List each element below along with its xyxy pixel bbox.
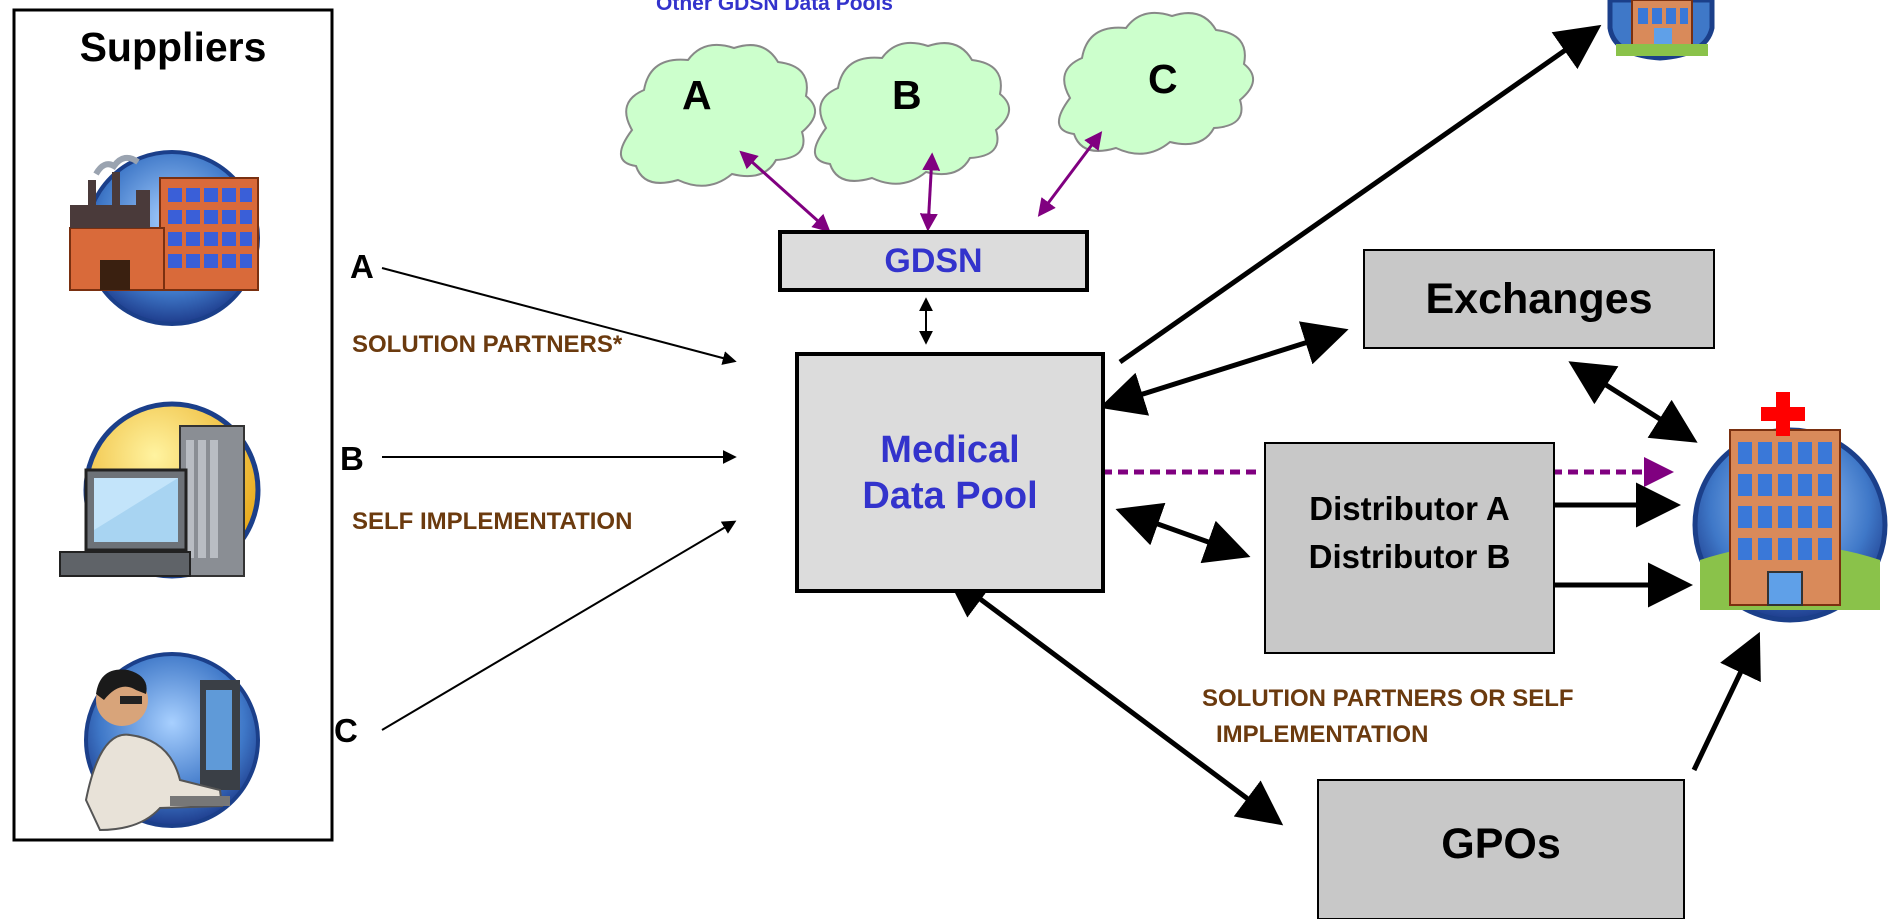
arrow-gpos-hospital: [1691, 631, 1761, 772]
factory-icon: [69, 150, 260, 326]
arrow-pool-top-hospital: [1118, 24, 1602, 365]
other-pools-label: Other GDSN Data Pools: [656, 0, 893, 15]
gpos-label: GPOs: [1441, 820, 1561, 868]
medical-data-pool-box: [795, 352, 1105, 593]
arrow-pool-distributors: [1115, 502, 1251, 564]
person-at-computer-icon: [84, 652, 260, 832]
distributor-a-label: Distributor A: [1309, 490, 1510, 527]
arrow-supplier-c: [381, 520, 737, 731]
distributor-b-label: Distributor B: [1308, 538, 1511, 575]
arrow-cloud-c-gdsn: [1037, 131, 1103, 217]
cloud-a-label: A: [682, 72, 712, 118]
right-label-line1: SOLUTION PARTNERS OR SELF: [1202, 685, 1574, 712]
distributors-label: Distributor A Distributor B: [1265, 443, 1554, 653]
hospital-small-icon: [1607, 0, 1715, 61]
cloud-b-label: B: [892, 72, 922, 118]
hospital-icon: [1692, 392, 1888, 623]
path-letter-a: A: [350, 248, 374, 285]
cloud-a: [620, 44, 816, 187]
solution-partners-label: SOLUTION PARTNERS*: [352, 331, 623, 358]
suppliers-title: Suppliers: [79, 24, 267, 70]
cloud-b: [814, 42, 1010, 185]
right-label-line2: IMPLEMENTATION: [1216, 721, 1429, 748]
medical-data-pool-line2: Data Pool: [862, 474, 1038, 517]
path-letter-b: B: [340, 440, 364, 477]
exchanges-label: Exchanges: [1425, 274, 1653, 323]
medical-data-pool-label: Medical Data Pool: [797, 354, 1103, 591]
distributors-box: [1264, 442, 1555, 654]
arrow-cloud-b-gdsn: [919, 152, 941, 232]
computer-workstation-icon: [59, 401, 261, 579]
arrow-pool-exchanges: [1099, 321, 1349, 416]
arrow-exchanges-hospital: [1568, 361, 1698, 443]
arrow-supplier-a: [381, 267, 737, 365]
arrow-cloud-a-gdsn: [739, 150, 831, 233]
path-letter-c: C: [334, 712, 358, 749]
exchanges-box: [1363, 249, 1715, 349]
gdsn-label: GDSN: [884, 241, 983, 280]
medical-data-pool-line1: Medical: [880, 428, 1020, 471]
cloud-c: [1058, 12, 1254, 155]
self-implementation-label: SELF IMPLEMENTATION: [352, 508, 633, 535]
cloud-c-label: C: [1148, 56, 1178, 102]
gdsn-box: [778, 230, 1089, 292]
gpos-box: [1317, 779, 1685, 919]
arrow-pool-gpos: [944, 572, 1284, 826]
